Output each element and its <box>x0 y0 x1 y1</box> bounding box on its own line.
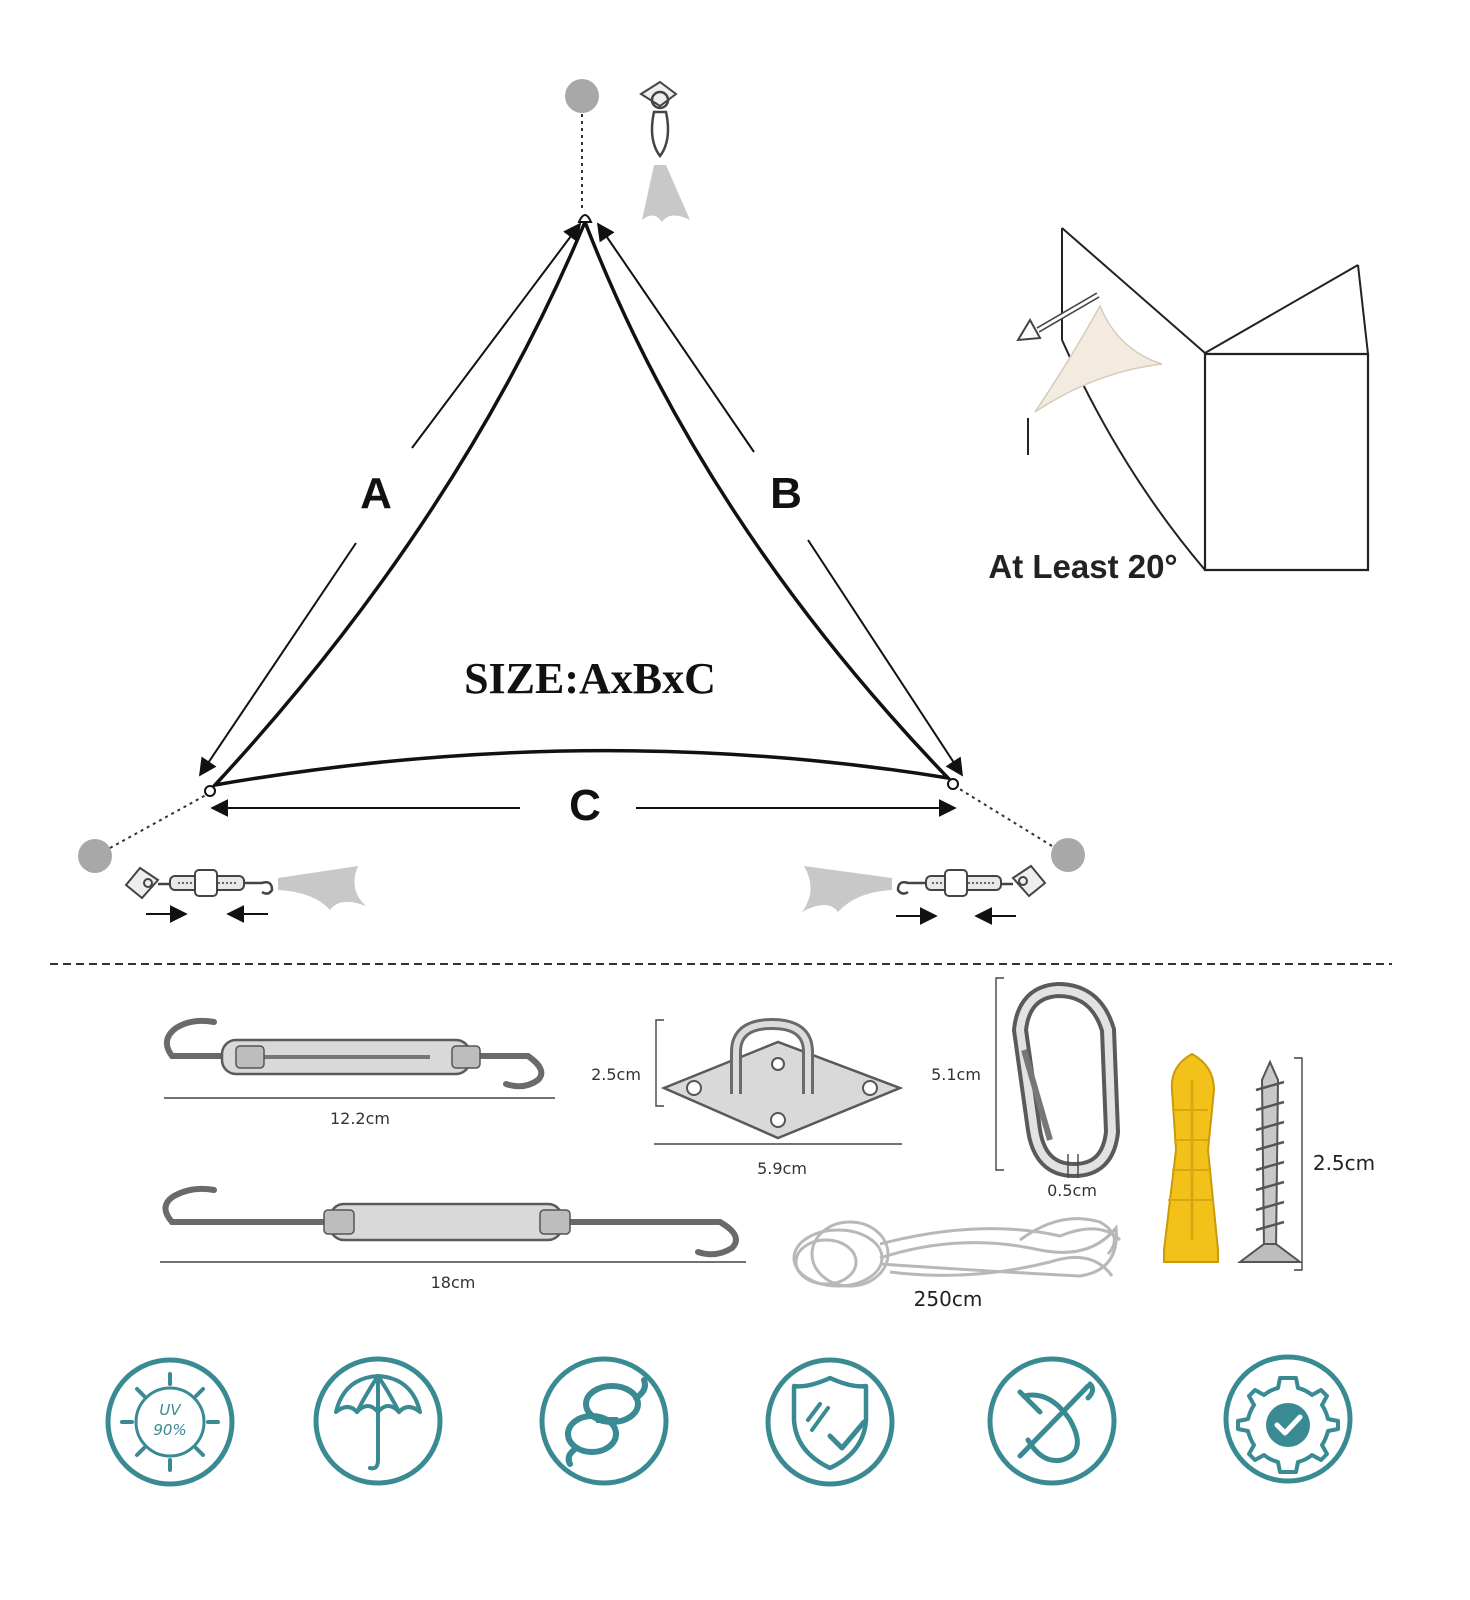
anchor-point-left <box>78 839 112 873</box>
corner-ring-right <box>947 778 959 790</box>
carabiner-height-measure <box>995 977 1004 1171</box>
turnbuckle-small-length: 12.2cm <box>330 1109 390 1128</box>
corner-ring-top <box>577 214 593 223</box>
screw <box>1237 1059 1303 1263</box>
carabiner <box>1011 981 1121 1179</box>
turnbuckle-small <box>163 1017 545 1090</box>
gear-check-icon <box>1223 1354 1353 1484</box>
side-c-label: C <box>569 781 601 830</box>
dimension-arrows <box>198 222 963 817</box>
triangle-sail <box>204 214 959 797</box>
turnbuckle-large-length: 18cm <box>431 1273 476 1292</box>
arrow-b-upper <box>596 222 755 453</box>
no-needle-icon <box>987 1356 1117 1486</box>
rope-length: 250cm <box>914 1287 983 1311</box>
anchor-point-right <box>1051 838 1085 872</box>
shield-check-icon <box>765 1357 895 1487</box>
arrow-a-upper <box>411 222 582 449</box>
arrow-b-lower <box>807 539 963 777</box>
screw-length-measure <box>1294 1057 1303 1271</box>
pad-eye-plate <box>660 1017 904 1140</box>
size-formula: SIZE:AxBxC <box>464 654 716 703</box>
pad-eye-height-measure <box>655 1019 664 1107</box>
corner-ring-left <box>204 785 216 797</box>
features-row: UV 90% <box>105 1354 1353 1487</box>
umbrella-icon <box>313 1356 443 1486</box>
right-hardware-icon <box>802 864 1047 925</box>
slope-angle-diagram <box>1016 227 1370 572</box>
side-b-label: B <box>770 469 802 518</box>
carabiner-wire: 0.5cm <box>1047 1181 1097 1200</box>
pad-eye-width: 5.9cm <box>757 1159 807 1178</box>
uv-badge-top: UV <box>159 1401 182 1419</box>
small-sail-icon <box>1034 304 1163 413</box>
wall-plug <box>1163 1052 1219 1263</box>
rope-icon <box>539 1356 669 1486</box>
side-a-label: A <box>360 469 392 518</box>
arrow-a-lower <box>198 542 357 777</box>
screw-length: 2.5cm <box>1313 1151 1375 1175</box>
carabiner-height: 5.1cm <box>931 1065 981 1084</box>
uv-protection-icon: UV 90% <box>105 1357 235 1487</box>
angle-label: At Least 20° <box>988 548 1177 585</box>
anchor-points <box>78 79 1085 873</box>
turnbuckle-large <box>162 1185 739 1258</box>
top-hardware-icon <box>639 80 690 222</box>
rope-coil <box>792 1217 1122 1288</box>
uv-badge-bottom: 90% <box>153 1421 186 1439</box>
anchor-point-top <box>565 79 599 113</box>
pad-eye-height: 2.5cm <box>591 1065 641 1084</box>
left-hardware-icon <box>124 866 366 923</box>
